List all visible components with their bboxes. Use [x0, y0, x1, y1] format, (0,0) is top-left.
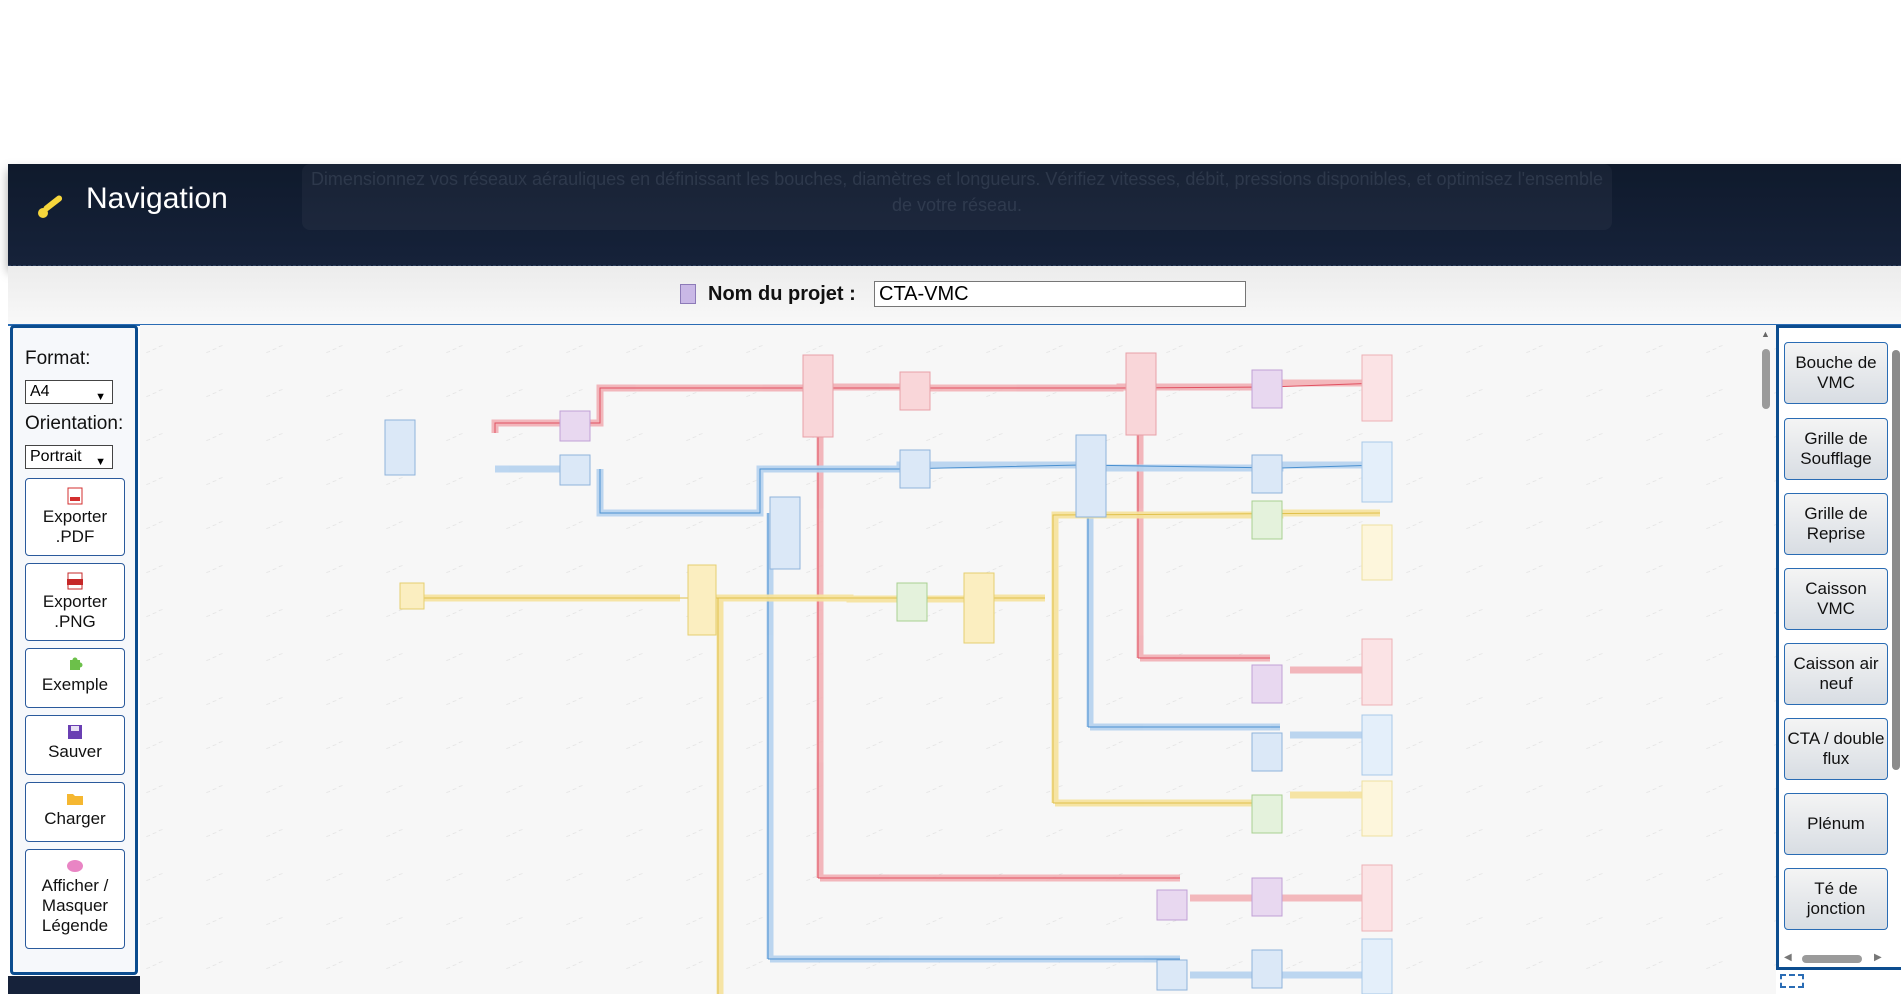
palette-item-label: Bouche de VMC — [1795, 353, 1877, 392]
scroll-right-icon[interactable]: ▶ — [1874, 952, 1882, 963]
palette-vscrollbar[interactable] — [1891, 330, 1901, 950]
diagram-canvas[interactable]: ~ ~ ~ — [140, 325, 1776, 994]
orientation-value: Portrait — [30, 448, 82, 465]
scroll-left-icon[interactable]: ◀ — [1784, 952, 1792, 963]
palette-item-label: CTA / double flux — [1787, 729, 1885, 768]
canvas-scrollbar[interactable]: ▲ — [1758, 325, 1774, 994]
project-name-label: Nom du projet : — [708, 283, 856, 305]
palette-item-label: Grille de Reprise — [1804, 504, 1868, 543]
scroll-up-icon[interactable]: ▲ — [1761, 329, 1770, 339]
orientation-select[interactable]: Portrait ▼ — [25, 445, 113, 469]
save-button[interactable]: Sauver — [25, 715, 125, 775]
save-label: Sauver — [48, 742, 102, 761]
palette-hscroll-thumb[interactable] — [1802, 955, 1862, 963]
palette-item-te-jonction[interactable]: Té de jonction — [1784, 868, 1888, 930]
nav-divider — [8, 264, 1901, 266]
puzzle-icon — [70, 657, 83, 670]
palette-item-bouche-vmc[interactable]: Bouche de VMC — [1784, 342, 1888, 404]
export-png-label: Exporter .PNG — [42, 592, 108, 631]
chevron-down-icon: ▼ — [95, 456, 106, 468]
palette-item-cta-double-flux[interactable]: CTA / double flux — [1784, 718, 1888, 780]
project-name-input[interactable] — [874, 281, 1246, 307]
selection-marker — [1780, 974, 1804, 988]
format-value: A4 — [30, 383, 50, 400]
format-label: Format: — [25, 348, 91, 369]
palette-vscroll-thumb[interactable] — [1892, 350, 1900, 770]
brain-icon — [67, 860, 83, 872]
toggle-legend-label: Afficher / Masquer Légende — [41, 876, 109, 935]
duct-network-diagram[interactable]: ~ ~ ~ — [140, 325, 1776, 994]
format-select[interactable]: A4 ▼ — [25, 380, 113, 404]
canvas-scroll-thumb[interactable] — [1762, 349, 1770, 409]
palette-item-label: Grille de Soufflage — [1800, 429, 1872, 468]
tool-icon — [38, 195, 63, 218]
palette-item-plenum[interactable]: Plénum — [1784, 793, 1888, 855]
pdf-icon — [67, 487, 83, 505]
left-panel: Format: A4 ▼ Orientation: Portrait ▼ Exp… — [10, 325, 138, 975]
left-panel-footer — [8, 976, 140, 994]
example-button[interactable]: Exemple — [25, 648, 125, 708]
palette-item-grille-soufflage[interactable]: Grille de Soufflage — [1784, 418, 1888, 480]
palette-item-label: Té de jonction — [1806, 879, 1866, 918]
palette-item-grille-reprise[interactable]: Grille de Reprise — [1784, 493, 1888, 555]
png-icon — [67, 572, 83, 590]
component-boxes — [384, 352, 1393, 994]
navbar: Dimensionnez vos réseaux aérauliques en … — [8, 164, 1901, 266]
orientation-label: Orientation: — [25, 413, 124, 434]
palette-item-label: Plénum — [1807, 814, 1865, 833]
export-pdf-label: Exporter .PDF — [42, 507, 108, 546]
palette-item-caisson-vmc[interactable]: Caisson VMC — [1784, 568, 1888, 630]
nav-title[interactable]: Navigation — [86, 182, 228, 215]
toggle-legend-button[interactable]: Afficher / Masquer Légende — [25, 849, 125, 949]
document-icon — [680, 284, 696, 304]
export-pdf-button[interactable]: Exporter .PDF — [25, 478, 125, 556]
chevron-down-icon: ▼ — [95, 391, 106, 403]
ghost-description: Dimensionnez vos réseaux aérauliques en … — [302, 164, 1612, 230]
palette-item-caisson-air-neuf[interactable]: Caisson air neuf — [1784, 643, 1888, 705]
project-bar: Nom du projet : — [8, 266, 1901, 326]
floppy-icon — [68, 725, 82, 739]
palette-hscrollbar[interactable]: ◀ ▶ — [1780, 950, 1888, 968]
load-label: Charger — [44, 809, 106, 828]
palette-item-label: Caisson VMC — [1805, 579, 1867, 618]
palette-item-label: Caisson air neuf — [1793, 654, 1879, 693]
example-label: Exemple — [41, 675, 109, 694]
load-button[interactable]: Charger — [25, 782, 125, 842]
folder-icon — [67, 794, 83, 805]
component-palette: Bouche de VMC Grille de Soufflage Grille… — [1776, 325, 1901, 970]
export-png-button[interactable]: Exporter .PNG — [25, 563, 125, 641]
